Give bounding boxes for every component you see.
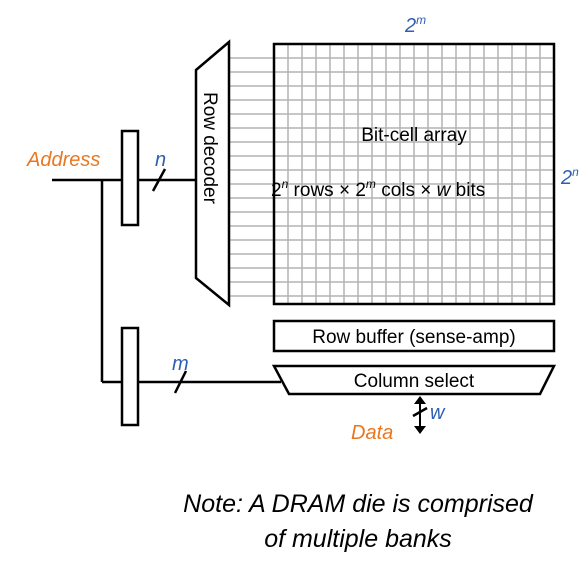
data-label: Data [351, 422, 393, 444]
row-count-label: 2n [560, 165, 579, 189]
w-width-label: w [430, 402, 446, 424]
bitcell-grid [229, 44, 554, 304]
bitcell-array-title: Bit-cell array [361, 125, 467, 146]
note-line-2: of multiple banks [264, 525, 452, 553]
row-buffer-box [272, 319, 556, 353]
column-address-latch [120, 326, 140, 427]
bitcell-array-box [272, 42, 556, 306]
column-select-label: Column select [354, 371, 475, 392]
column-select-block [271, 364, 557, 396]
column-count-label: 2m [404, 13, 426, 37]
address-wires [52, 168, 428, 418]
row-address-latch [120, 129, 140, 227]
address-label: Address [26, 149, 100, 171]
note-line-1: Note: A DRAM die is comprised [183, 490, 534, 518]
data-arrow [414, 396, 426, 434]
bitcell-array-dimensions: 2n rows × 2m cols × w bits [271, 177, 485, 201]
n-bus-label: n [155, 149, 166, 171]
m-bus-label: m [172, 353, 189, 375]
row-decoder-label: Row decoder [199, 92, 220, 205]
row-buffer-label: Row buffer (sense-amp) [312, 327, 515, 348]
row-decoder-block [194, 39, 231, 308]
